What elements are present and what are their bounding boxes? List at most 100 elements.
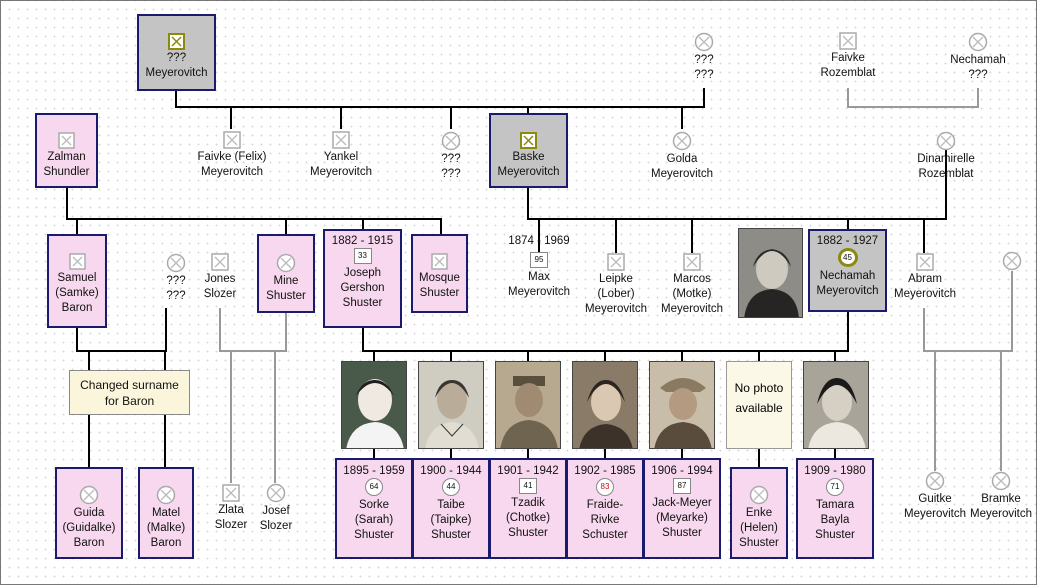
- person-mine[interactable]: Mine Shuster: [257, 234, 315, 313]
- male-icon: [431, 253, 448, 270]
- person-guida[interactable]: Guida (Guidalke) Baron: [55, 467, 123, 559]
- person-samuel-wife[interactable]: ??? ???: [146, 253, 206, 304]
- person-name: Joseph Gershon Shuster: [340, 267, 385, 309]
- person-sorke[interactable]: 1895 - 1959 64 Sorke (Sarah) Shuster: [335, 458, 413, 559]
- person-josef[interactable]: Josef Slozer: [251, 483, 301, 534]
- male-icon: [839, 32, 857, 50]
- person-name: Faivke (Felix) Meyerovitch: [197, 151, 267, 178]
- person-years: 1882 - 1915: [331, 235, 394, 247]
- person-yankel[interactable]: Yankel Meyerovitch: [300, 131, 382, 180]
- person-name: Fraide- Rivke Schuster: [582, 499, 628, 541]
- male-icon: [222, 484, 240, 502]
- male-icon: [223, 131, 241, 149]
- age-badge: 87: [673, 478, 691, 494]
- person-taibe[interactable]: 1900 - 1944 44 Taibe (Taipke) Shuster: [412, 458, 490, 559]
- person-name: Nechamah ???: [950, 54, 1006, 81]
- person-name: Samuel (Samke) Baron: [55, 272, 99, 314]
- age-badge: 45: [837, 248, 858, 267]
- portrait-soldier-icon: [496, 362, 560, 448]
- female-icon: [925, 471, 945, 491]
- female-icon: [79, 485, 99, 505]
- person-faivke-rozemblat[interactable]: Faivke Rozemblat: [803, 32, 893, 81]
- person-faivke-felix[interactable]: Faivke (Felix) Meyerovitch: [186, 131, 278, 180]
- female-icon: [1002, 251, 1022, 271]
- person-name: ??? ???: [441, 153, 461, 180]
- person-mosque[interactable]: Mosque Shuster: [411, 234, 468, 313]
- portrait-girl-icon: [342, 362, 406, 448]
- person-nechamah-gm[interactable]: Nechamah ???: [938, 32, 1018, 83]
- portrait-man-icon: [650, 362, 714, 448]
- person-bramke[interactable]: Bramke Meyerovitch: [965, 471, 1037, 522]
- age-badge: 64: [365, 478, 383, 496]
- male-icon: [916, 253, 934, 271]
- person-gf-meyerovitch[interactable]: ??? Meyerovitch: [137, 14, 216, 91]
- female-icon: [749, 485, 769, 505]
- person-matel[interactable]: Matel (Malke) Baron: [138, 467, 194, 559]
- person-tamara[interactable]: 1909 - 1980 71 Tamara Bayla Shuster: [796, 458, 874, 559]
- male-icon: [683, 253, 701, 271]
- person-fraide[interactable]: 1902 - 1985 83 Fraide- Rivke Schuster: [566, 458, 644, 559]
- female-icon: [266, 483, 286, 503]
- person-years: 1902 - 1985: [574, 465, 636, 477]
- person-years: 1900 - 1944: [420, 465, 482, 477]
- person-enke[interactable]: Enke (Helen) Shuster: [730, 467, 788, 559]
- person-years: 1882 - 1927: [816, 235, 879, 247]
- male-gold-icon: [168, 33, 185, 50]
- person-name: Enke (Helen) Shuster: [739, 507, 779, 549]
- person-unknown-spouse[interactable]: ??? ???: [421, 131, 481, 182]
- person-name: Mosque Shuster: [419, 272, 460, 299]
- person-years: 1901 - 1942: [497, 465, 559, 477]
- person-zlata[interactable]: Zlata Slozer: [206, 484, 256, 533]
- person-tzadik[interactable]: 1901 - 1942 41 Tzadik (Chotke) Shuster: [489, 458, 567, 559]
- person-max[interactable]: 1874 - 1969 95 Max Meyerovitch: [499, 234, 579, 300]
- female-icon: [156, 485, 176, 505]
- photo-sorke[interactable]: [341, 361, 407, 449]
- photo-jack[interactable]: [649, 361, 715, 449]
- note-text: Changed surname for Baron: [80, 378, 179, 408]
- person-jack[interactable]: 1906 - 1994 87 Jack-Meyer (Meyarke) Shus…: [643, 458, 721, 559]
- photo-tamara[interactable]: [803, 361, 869, 449]
- person-guitke[interactable]: Guitke Meyerovitch: [899, 471, 971, 522]
- person-gm-unknown[interactable]: ??? ???: [664, 32, 744, 83]
- male-icon: [58, 132, 75, 149]
- person-samuel[interactable]: Samuel (Samke) Baron: [47, 234, 107, 328]
- male-icon: [332, 131, 350, 149]
- person-name: Tzadik (Chotke) Shuster: [505, 497, 551, 539]
- person-jones[interactable]: Jones Slozer: [195, 253, 245, 302]
- person-abram[interactable]: Abram Meyerovitch: [885, 253, 965, 302]
- portrait-woman-icon: [419, 362, 483, 448]
- photo-fraide[interactable]: [572, 361, 638, 449]
- person-abram-wife[interactable]: [997, 251, 1027, 272]
- person-nechamah[interactable]: 1882 - 1927 45 Nechamah Meyerovitch: [808, 229, 887, 312]
- person-marcos[interactable]: Marcos (Motke) Meyerovitch: [652, 253, 732, 317]
- male-icon: [68, 253, 86, 270]
- male-icon: [607, 253, 625, 271]
- note-changed-surname[interactable]: Changed surname for Baron: [69, 370, 190, 415]
- person-zalman[interactable]: Zalman Shundler: [35, 113, 98, 188]
- person-joseph[interactable]: 1882 - 1915 33 Joseph Gershon Shuster: [323, 229, 402, 328]
- no-photo-placeholder[interactable]: No photo available: [726, 361, 792, 449]
- female-icon: [968, 32, 988, 52]
- person-golda[interactable]: Golda Meyerovitch: [641, 131, 723, 182]
- person-name: Bramke Meyerovitch: [970, 493, 1032, 520]
- person-name: Taibe (Taipke) Shuster: [430, 499, 472, 541]
- age-badge: 83: [596, 478, 614, 496]
- person-leipke[interactable]: Leipke (Lober) Meyerovitch: [576, 253, 656, 317]
- person-name: Mine Shuster: [266, 275, 306, 302]
- person-name: Golda Meyerovitch: [651, 153, 713, 180]
- person-name: Tamara Bayla Shuster: [815, 499, 855, 541]
- person-years: 1909 - 1980: [804, 465, 866, 477]
- person-name: Jack-Meyer (Meyarke) Shuster: [652, 497, 712, 539]
- person-name: Zlata Slozer: [214, 504, 248, 531]
- person-name: Yankel Meyerovitch: [310, 151, 372, 178]
- person-dinamirelle[interactable]: Dinamirelle Rozemblat: [904, 131, 988, 182]
- person-baske[interactable]: Baske Meyerovitch: [489, 113, 568, 188]
- person-name: Nechamah Meyerovitch: [816, 270, 879, 297]
- person-name: Sorke (Sarah) Shuster: [354, 499, 394, 541]
- photo-taibe[interactable]: [418, 361, 484, 449]
- photo-tzadik[interactable]: [495, 361, 561, 449]
- portrait-woman-icon: [739, 229, 802, 317]
- age-badge: 44: [442, 478, 460, 496]
- photo-nechamah[interactable]: [738, 228, 803, 318]
